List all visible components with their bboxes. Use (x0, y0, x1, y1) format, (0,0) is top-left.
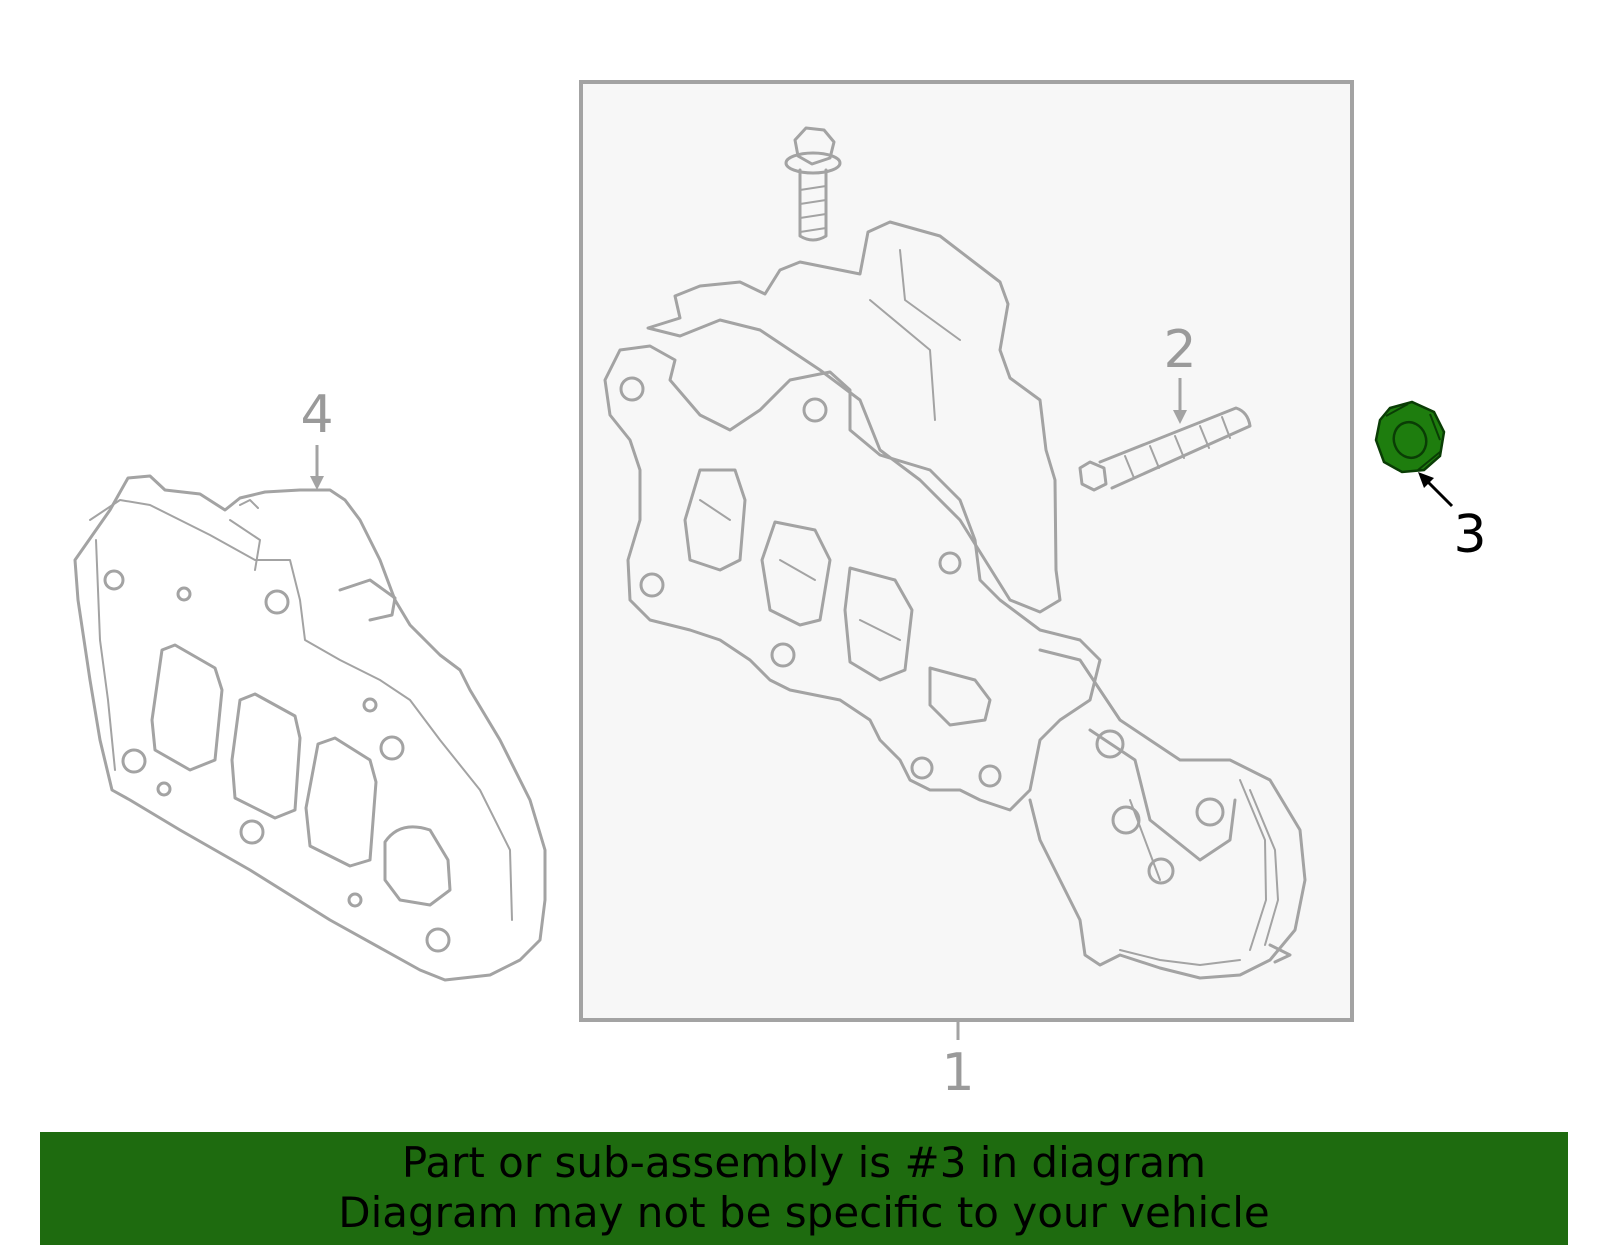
callout-arrow-3 (1418, 472, 1434, 488)
exhaust-manifold (603, 220, 1307, 980)
stud (1078, 406, 1252, 492)
banner-line-1: Part or sub-assembly is #3 in diagram (401, 1138, 1207, 1187)
callout-4: 4 (300, 385, 333, 445)
notice-banner: Part or sub-assembly is #3 in diagram Di… (40, 1132, 1568, 1245)
callout-1: 1 (941, 1043, 974, 1103)
callout-leader-3 (1424, 478, 1454, 508)
callout-arrow-2 (1173, 410, 1187, 424)
callout-arrow-4 (310, 476, 324, 490)
gasket (73, 474, 547, 982)
banner-line-2: Diagram may not be specific to your vehi… (338, 1188, 1270, 1237)
nut-icon (1374, 400, 1446, 474)
assembly-box (579, 80, 1354, 1022)
flange-bolt (784, 126, 842, 242)
callout-2: 2 (1163, 320, 1196, 380)
callout-3: 3 (1453, 505, 1486, 565)
